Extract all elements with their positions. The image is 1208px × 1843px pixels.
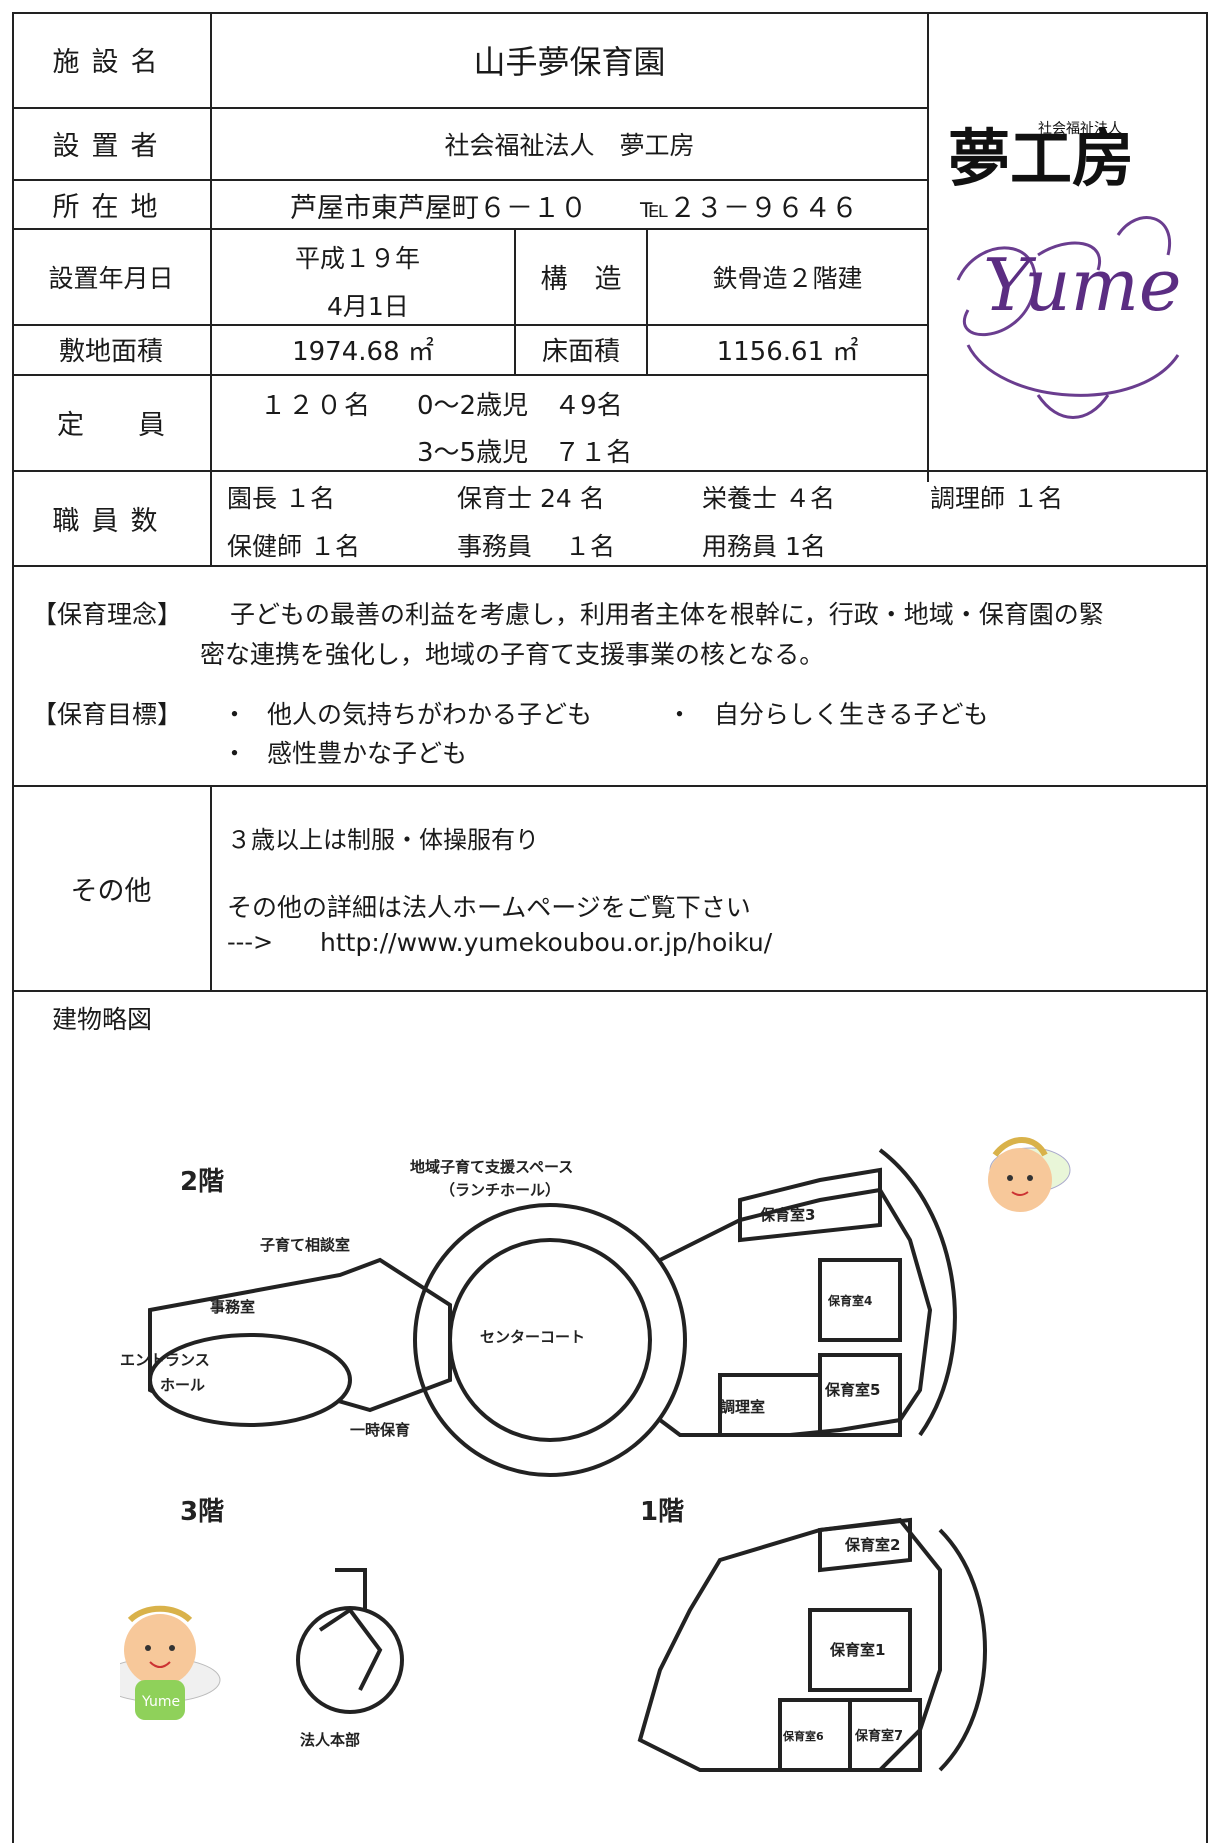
founder-value: 社会福祉法人 夢工房 xyxy=(444,130,695,160)
structure-label: 構 造 xyxy=(540,264,622,295)
capacity-total: １２０名 xyxy=(260,391,373,421)
floor-area-label: 床面積 xyxy=(541,337,620,367)
goal-bullet-3: ・ xyxy=(222,739,248,768)
capacity-label: 定 員 xyxy=(57,410,165,441)
map-room6: 保育室6 xyxy=(782,1729,824,1743)
tel-value: ℡２３－９６４６ xyxy=(640,193,859,224)
established-date: 4月1日 xyxy=(327,292,409,321)
map-room2: 保育室2 xyxy=(844,1536,900,1554)
map-floor2: 2階 xyxy=(180,1167,224,1197)
other-label: その他 xyxy=(70,875,152,907)
site-area-value: 1974.68 ㎡ xyxy=(292,337,434,367)
staff-director: 園長 １名 xyxy=(227,484,335,513)
philosophy-line1: 子どもの最善の利益を考慮し，利用者主体を根幹に，行政・地域・保育園の緊 xyxy=(230,600,1104,629)
staff-clerk: 事務員 １名 xyxy=(457,532,615,561)
address-label: 所在地 xyxy=(52,191,170,223)
goal-bullet-2: ・ xyxy=(667,700,693,729)
map-room4: 保育室4 xyxy=(827,1293,872,1308)
map-office: 事務室 xyxy=(210,1298,255,1316)
goal-item-2: 自分らしく生きる子ども xyxy=(714,700,989,729)
map-floor1: 1階 xyxy=(640,1497,684,1527)
philosophy-line2: 密な連携を強化し，地域の子育て支援事業の核となる。 xyxy=(200,640,825,669)
map-entrance-2: ホール xyxy=(160,1376,205,1394)
structure-value: 鉄骨造２階建 xyxy=(712,263,863,293)
map-room5: 保育室5 xyxy=(824,1381,880,1399)
map-room1: 保育室1 xyxy=(829,1641,885,1659)
staff-label: 職員数 xyxy=(52,505,170,537)
mascot-shirt-text: Yume xyxy=(141,1694,180,1710)
staff-nutritionist: 栄養士 ４名 xyxy=(702,484,835,513)
logo-tag: 社会福祉法人 xyxy=(1038,121,1122,137)
capacity-child: 3～5歳児 ７１名 xyxy=(417,438,633,468)
logo-script: Yume xyxy=(983,243,1182,327)
map-temp-care: 一時保育 xyxy=(350,1421,410,1439)
map-lunch-hall: （ランチホール） xyxy=(440,1181,560,1199)
floor1-outline xyxy=(637,1517,987,1772)
goals-label: 【保育目標】 xyxy=(32,700,183,729)
facility-sheet: 施設名 山手夢保育園 設置者 社会福祉法人 夢工房 所在地 芦屋市東芦屋町６－１… xyxy=(12,12,1208,1843)
other-uniform: ３歳以上は制服・体操服有り xyxy=(227,826,539,854)
map-entrance-1: エントランス xyxy=(120,1351,210,1369)
logo-kanji: 夢工房 xyxy=(948,122,1134,195)
facility-name-label: 施設名 xyxy=(52,47,170,78)
map-kitchen: 調理室 xyxy=(720,1398,765,1416)
goal-item-1: 他人の気持ちがわかる子ども xyxy=(267,700,593,729)
staff-cook: 調理師 １名 xyxy=(930,484,1063,513)
established-year: 平成１９年 xyxy=(295,244,421,273)
angel-mascot-left: Yume xyxy=(120,1605,221,1720)
building-floor-plan: 2階 地域子育て支援スペース （ランチホール） 子育て相談室 事務室 エントラン… xyxy=(120,1137,1071,1772)
homepage-link[interactable]: http://www.yumekoubou.or.jp/hoiku/ xyxy=(320,928,773,957)
map-room3: 保育室3 xyxy=(759,1206,815,1224)
map-floor3: 3階 xyxy=(180,1497,224,1527)
address-value: 芦屋市東芦屋町６－１０ xyxy=(290,193,587,224)
floor2-outline xyxy=(148,1148,957,1477)
facility-name: 山手夢保育園 xyxy=(473,42,666,81)
capacity-infant: 0～2歳児 ４9名 xyxy=(417,391,623,421)
angel-mascot-right xyxy=(988,1137,1071,1212)
map-room7: 保育室7 xyxy=(854,1728,903,1744)
site-area-label: 敷地面積 xyxy=(58,337,163,367)
floor3-outline xyxy=(296,1568,404,1714)
logo-flourish xyxy=(956,216,1180,419)
map-center-court: センターコート xyxy=(480,1328,585,1346)
staff-nursery-teacher: 保育士 24 名 xyxy=(457,484,605,513)
building-map-label: 建物略図 xyxy=(52,1005,153,1034)
staff-health: 保健師 １名 xyxy=(227,532,360,561)
yume-koubou-logo: 夢工房 社会福祉法人 Yume xyxy=(948,121,1182,419)
founder-label: 設置者 xyxy=(52,131,170,162)
goal-item-3: 感性豊かな子ども xyxy=(267,739,468,768)
map-hq: 法人本部 xyxy=(300,1731,360,1749)
staff-janitor: 用務員 1名 xyxy=(702,532,826,561)
map-consult-room: 子育て相談室 xyxy=(260,1236,350,1254)
floor-area-value: 1156.61 ㎡ xyxy=(716,337,859,367)
established-label: 設置年月日 xyxy=(48,263,174,293)
map-support-space: 地域子育て支援スペース xyxy=(410,1158,573,1176)
goal-bullet-1: ・ xyxy=(222,700,248,729)
other-details: その他の詳細は法人ホームページをご覧下さい xyxy=(227,893,751,922)
other-arrow: ---> xyxy=(227,928,274,956)
philosophy-label: 【保育理念】 xyxy=(32,600,183,629)
